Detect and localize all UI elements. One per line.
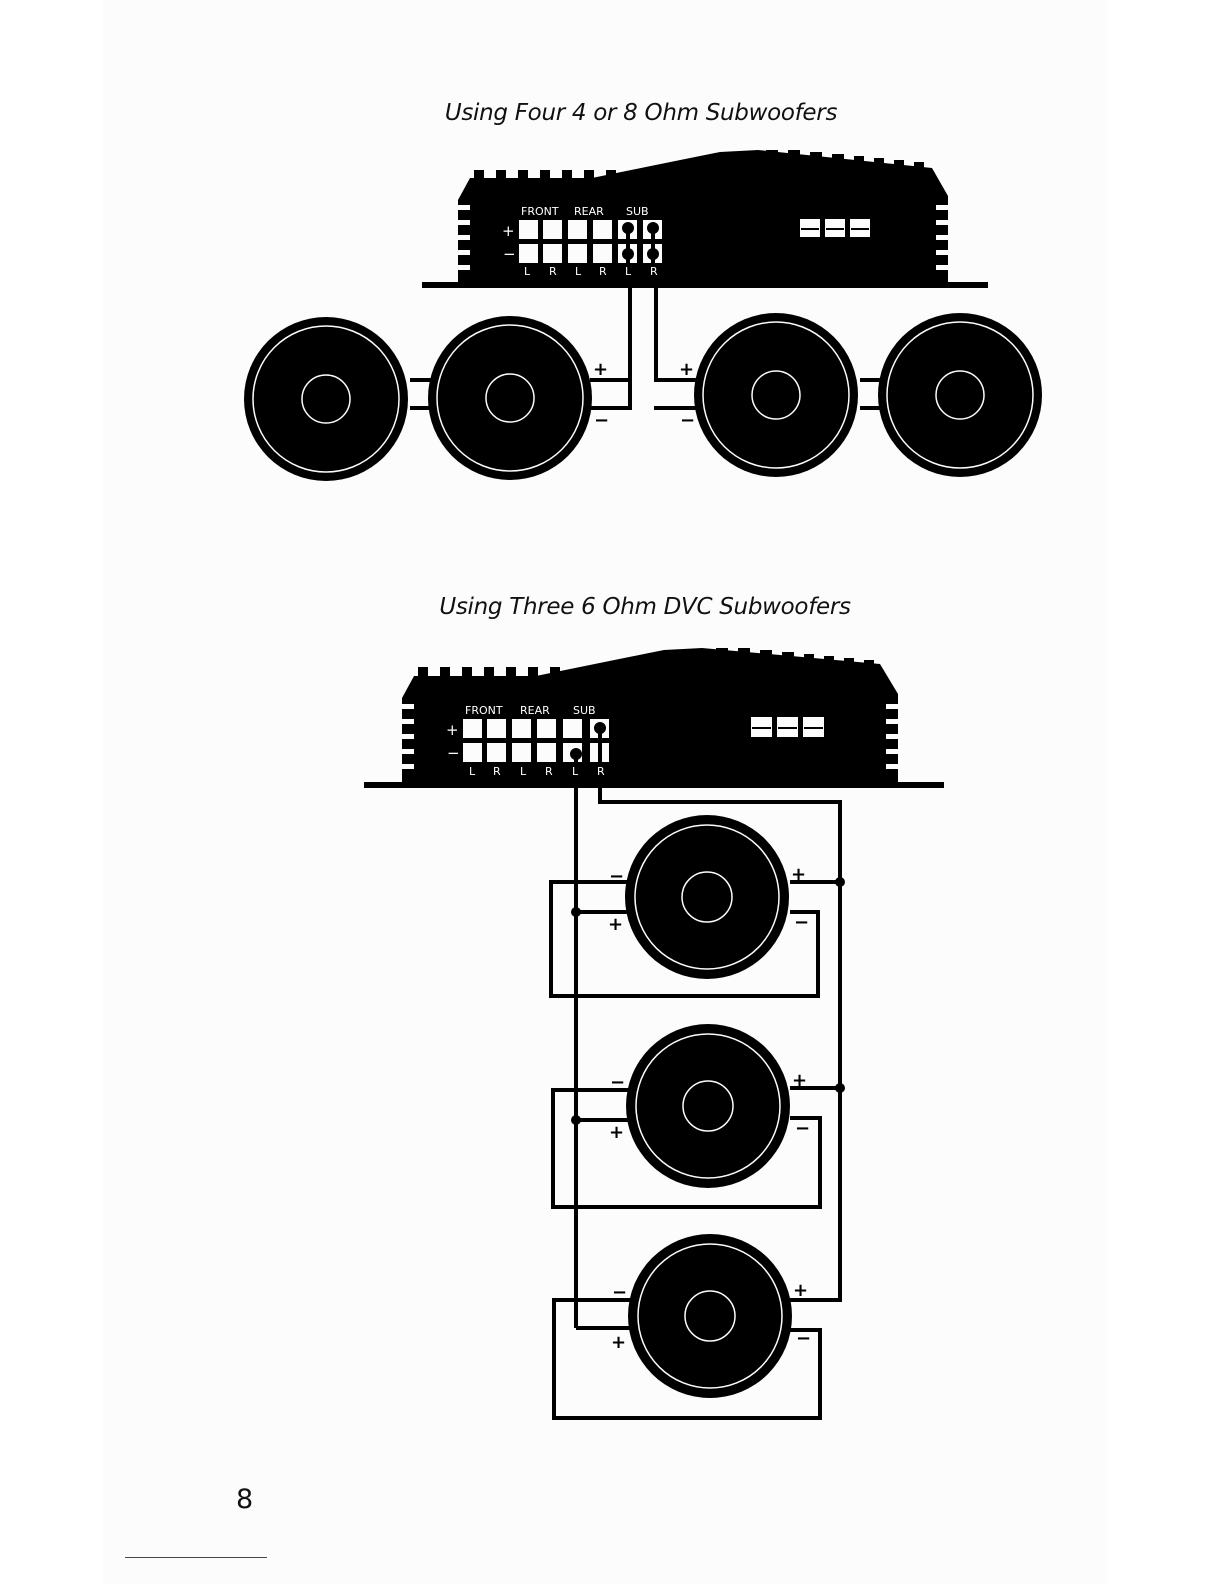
amplifier-2-channel-rear-l: L bbox=[520, 765, 527, 778]
amplifier-2-channel-sub-r: R bbox=[597, 765, 605, 778]
sub-2-2-sign-plus-right: + bbox=[792, 1070, 807, 1091]
amplifier-2-channel-rear-r: R bbox=[545, 765, 553, 778]
subwoofer-1-1 bbox=[244, 317, 408, 481]
amplifier-1: FRONT REAR SUB + − L R L R L R bbox=[422, 150, 988, 288]
wiring-1-sign-minus-left: − bbox=[594, 410, 609, 431]
wiring-1-sign-minus-right: − bbox=[680, 410, 695, 431]
amplifier-1-label-rear: REAR bbox=[574, 205, 604, 218]
amplifier-1-channel-front-r: R bbox=[549, 265, 557, 278]
sub-2-1-sign-plus-right: + bbox=[791, 864, 806, 885]
subwoofers-group-1 bbox=[244, 313, 1042, 481]
sub-2-1-sign-plus-left: + bbox=[608, 914, 623, 935]
sub-2-3-sign-minus-left: − bbox=[612, 1282, 627, 1303]
amplifier-1-base bbox=[422, 282, 988, 288]
amplifier-1-channel-sub-r: R bbox=[650, 265, 658, 278]
sub-2-1-sign-minus-right: − bbox=[794, 912, 809, 933]
amplifier-1-sign-minus: − bbox=[503, 245, 516, 263]
wiring-1-sign-plus-left: + bbox=[593, 359, 608, 380]
amplifier-1-label-sub: SUB bbox=[626, 205, 649, 218]
footer-rule bbox=[125, 1557, 267, 1558]
amplifier-1-label-front: FRONT bbox=[521, 205, 559, 218]
amplifier-2-label-sub: SUB bbox=[573, 704, 596, 717]
sub-2-1-sign-minus-left: − bbox=[609, 866, 624, 887]
sub-2-2-sign-minus-right: − bbox=[795, 1118, 810, 1139]
subwoofers-group-2 bbox=[625, 815, 792, 1398]
amplifier-1-channel-front-l: L bbox=[524, 265, 531, 278]
amplifier-2-channel-front-l: L bbox=[469, 765, 476, 778]
wiring-1-sign-plus-right: + bbox=[679, 359, 694, 380]
amplifier-2-label-front: FRONT bbox=[465, 704, 503, 717]
subwoofer-2-3 bbox=[628, 1234, 792, 1398]
amplifier-2: FRONT REAR SUB + − L R L R L R bbox=[364, 648, 944, 788]
amplifier-2-label-rear: REAR bbox=[520, 704, 550, 717]
sub-2-2-sign-plus-left: + bbox=[609, 1122, 624, 1143]
amplifier-2-base bbox=[364, 782, 944, 788]
subwoofer-2-2 bbox=[626, 1024, 790, 1188]
amplifier-2-sign-plus: + bbox=[446, 721, 459, 739]
subwoofer-1-4 bbox=[878, 313, 1042, 477]
amplifier-2-channel-sub-l: L bbox=[572, 765, 579, 778]
amplifier-1-channel-rear-r: R bbox=[599, 265, 607, 278]
sub-2-2-sign-minus-left: − bbox=[610, 1072, 625, 1093]
amplifier-1-sign-plus: + bbox=[502, 222, 515, 240]
subwoofer-1-3 bbox=[694, 313, 858, 477]
amplifier-1-channel-sub-l: L bbox=[625, 265, 632, 278]
sub-2-3-sign-plus-left: + bbox=[611, 1332, 626, 1353]
amplifier-1-channel-rear-l: L bbox=[575, 265, 582, 278]
sub-2-3-sign-plus-right: + bbox=[793, 1280, 808, 1301]
page-number: 8 bbox=[236, 1484, 253, 1515]
amplifier-2-sign-minus: − bbox=[447, 744, 460, 762]
sub-2-3-sign-minus-right: − bbox=[796, 1328, 811, 1349]
amplifier-2-channel-front-r: R bbox=[493, 765, 501, 778]
subwoofer-2-1 bbox=[625, 815, 789, 979]
subwoofer-1-2 bbox=[428, 316, 592, 480]
